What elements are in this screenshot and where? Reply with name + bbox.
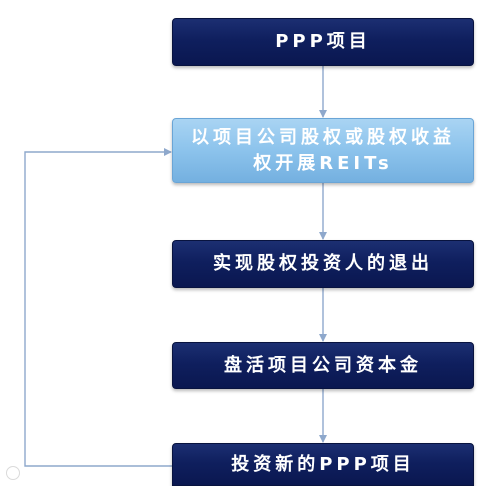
- node-label: 盘活项目公司资本金: [224, 354, 422, 376]
- node-label: 实现股权投资人的退出: [213, 253, 433, 274]
- edge-feedback-loop: [24, 148, 172, 467]
- node-reits: 以项目公司股权或股权收益 权开展REITs: [172, 118, 474, 183]
- watermark-logo-icon: [6, 466, 20, 480]
- node-ppp-project: PPP项目: [172, 18, 474, 66]
- node-label: PPP项目: [275, 31, 371, 52]
- node-revitalize-capital: 盘活项目公司资本金: [172, 342, 474, 389]
- node-label: 投资新的PPP项目: [231, 453, 415, 475]
- node-investor-exit: 实现股权投资人的退出: [172, 240, 474, 288]
- node-label-line-2: 权开展REITs: [253, 152, 393, 174]
- node-label-line-1: 以项目公司股权或股权收益: [191, 126, 455, 148]
- node-new-ppp-investment: 投资新的PPP项目: [172, 443, 474, 486]
